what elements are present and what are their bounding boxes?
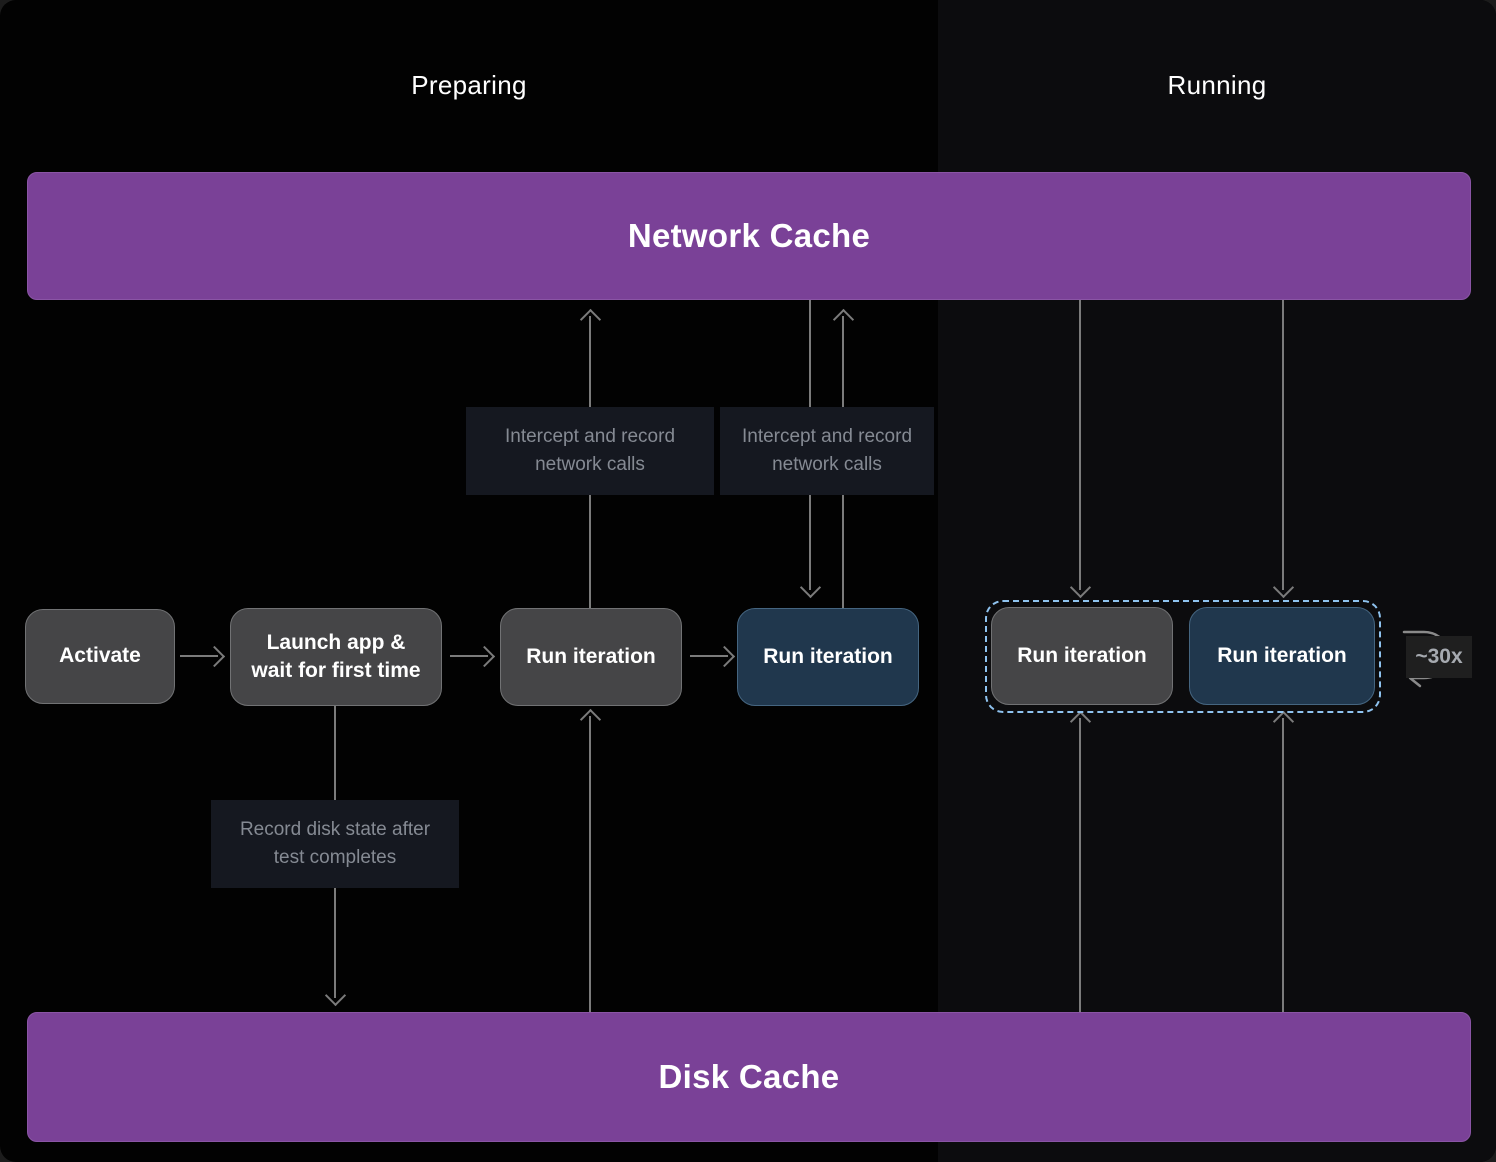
arrowhead-up-network-icon [579,308,602,331]
node-run-iteration-running-cold: Run iteration [991,607,1173,705]
annotation-record-disk: Record disk state after test completes [211,800,459,888]
node-launch-app: Launch app & wait for first time [230,608,442,706]
line-activate-to-launch [180,655,218,657]
node-run-iteration-running-warm: Run iteration [1189,607,1375,705]
arrowhead-down-disk-icon [324,984,347,1007]
node-run-iteration-label: Run iteration [763,644,893,668]
arrowhead-right-runiter2-icon [713,645,736,668]
annotation-intercept-right-text: Intercept and record network calls [741,425,913,476]
node-run-iteration-label: Run iteration [526,644,656,668]
network-cache-label: Network Cache [627,217,871,254]
section-title-running: Running [1167,70,1267,100]
arrowhead-down-runiter2-icon [799,576,822,599]
node-launch-app-line1: Launch app & [266,630,406,654]
section-title-preparing: Preparing [411,70,527,100]
loop-count-badge: ~30x [1406,636,1472,678]
arrowhead-up-runiter1-icon [579,708,602,731]
line-disk-to-runiter3 [1079,718,1081,1012]
node-run-iteration-prepare-warm: Run iteration [737,608,919,706]
node-run-iteration-label: Run iteration [1017,643,1147,667]
line-network-to-runiter4 [1282,298,1284,590]
line-disk-to-runiter1 [589,716,591,1012]
node-run-iteration-prepare-cold: Run iteration [500,608,682,706]
node-launch-app-line2: wait for first time [251,659,421,682]
annotation-record-disk-text: Record disk state after test completes [239,818,431,869]
annotation-intercept-left: Intercept and record network calls [466,407,714,495]
disk-cache-label: Disk Cache [658,1058,840,1095]
running-loop-group [985,600,1381,713]
disk-cache-bar: Disk Cache [27,1012,1471,1142]
line-runiter1-to-runiter2 [690,655,728,657]
line-launch-to-runiter1 [450,655,488,657]
loop-count-text: ~30x [1415,645,1463,668]
line-disk-to-runiter4 [1282,718,1284,1012]
line-network-to-runiter3 [1079,298,1081,590]
node-activate-label: Activate [59,644,141,668]
network-cache-bar: Network Cache [27,172,1471,300]
arrowhead-right-runiter1-icon [473,645,496,668]
node-activate: Activate [25,609,175,704]
annotation-intercept-left-text: Intercept and record network calls [504,425,676,476]
node-run-iteration-label: Run iteration [1217,643,1347,667]
annotation-intercept-right: Intercept and record network calls [720,407,934,495]
arrowhead-right-launch-icon [203,645,226,668]
arrowhead-up-network2-icon [832,308,855,331]
